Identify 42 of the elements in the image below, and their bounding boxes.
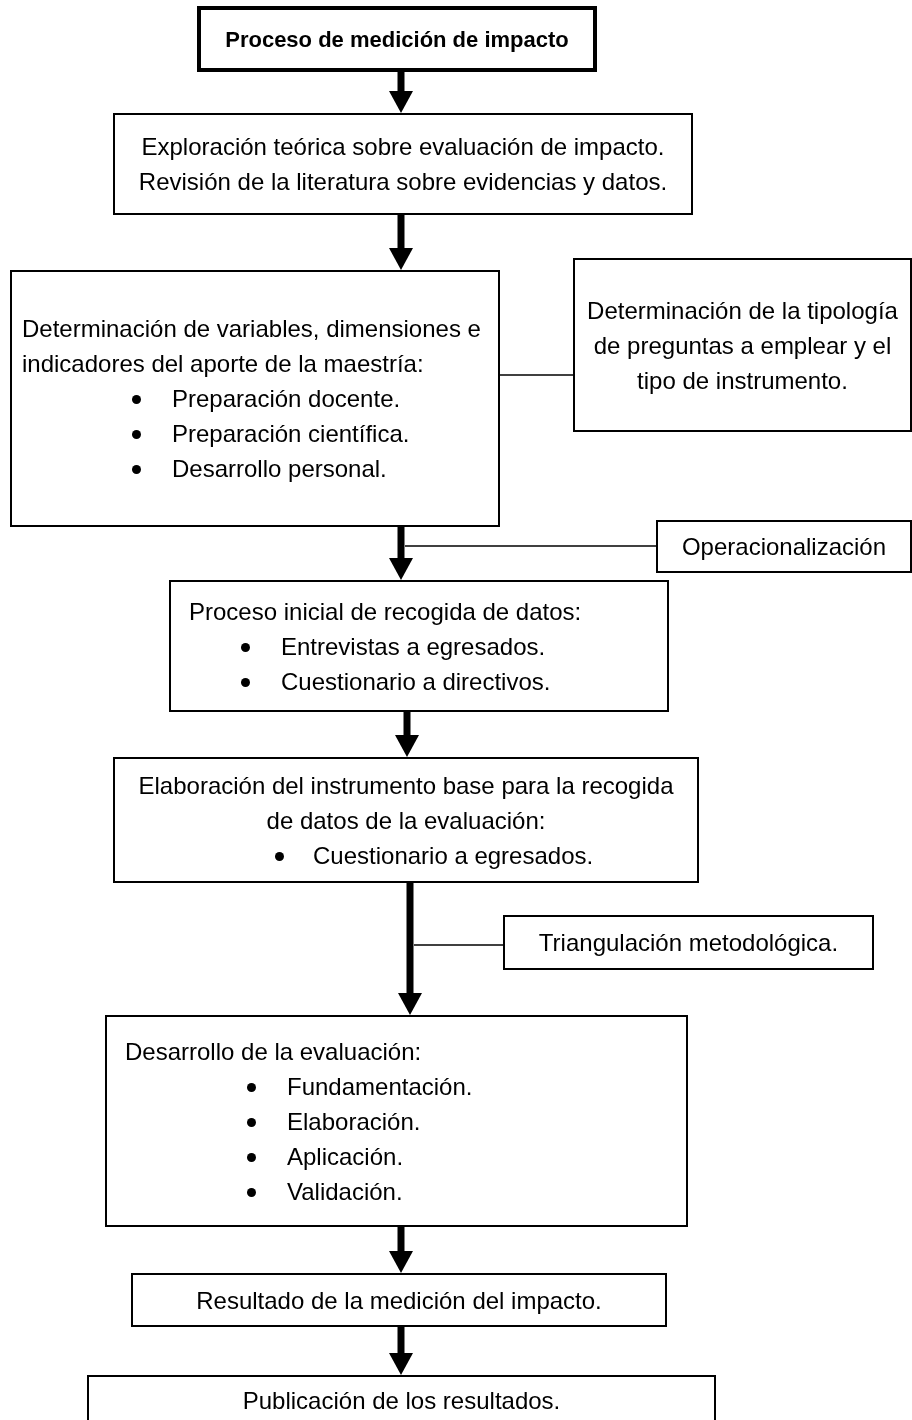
process-box xyxy=(10,270,500,527)
node-text: Exploración teórica sobre evaluación de impacto. Revisión de la literatura sobre evidencias y datos. xyxy=(137,132,669,197)
node-text: Elaboración del instrumento base para la recogida de datos de la evaluación: xyxy=(137,770,675,836)
arrow xyxy=(389,1327,413,1375)
node-text: Publicación de los resultados. xyxy=(241,1386,562,1416)
node-text: Resultado de la medición del impacto. xyxy=(195,1285,603,1316)
process-box xyxy=(169,580,669,712)
list-item: Cuestionario a directivos. xyxy=(281,666,551,697)
node-text: Desarrollo de la evaluación: xyxy=(124,1036,423,1067)
connector-line xyxy=(404,545,657,547)
title-box xyxy=(197,6,597,72)
arrow xyxy=(398,883,422,1015)
arrow xyxy=(389,527,413,580)
arrow xyxy=(395,712,419,757)
arrow xyxy=(389,72,413,113)
list-item: Preparación científica. xyxy=(172,419,410,449)
arrow xyxy=(389,1227,413,1273)
process-box xyxy=(573,258,912,432)
connector-line xyxy=(499,374,574,376)
node-text: Determinación de la tipología de preguntas a emplear y el tipo de instrumento. xyxy=(586,295,899,396)
process-box xyxy=(131,1273,667,1327)
arrow xyxy=(389,215,413,270)
node-text: Operacionalización xyxy=(680,532,888,562)
process-box xyxy=(87,1375,716,1420)
list-item: Entrevistas a egresados. xyxy=(281,631,546,662)
list-item: Validación. xyxy=(287,1176,403,1207)
node-text: Proceso inicial de recogida de datos: xyxy=(188,596,583,627)
list-item: Preparación docente. xyxy=(172,384,401,414)
process-box xyxy=(113,757,699,883)
process-box xyxy=(113,113,693,215)
connector-line xyxy=(413,944,504,946)
list-item: Elaboración. xyxy=(287,1106,421,1137)
list-item: Cuestionario a egresados. xyxy=(313,840,594,871)
node-text: Determinación de variables, dimensiones e indicadores del aporte de la maestría: xyxy=(21,314,482,379)
list-item: Aplicación. xyxy=(287,1141,404,1172)
node-text: Triangulación metodológica. xyxy=(537,928,840,958)
list-item: Desarrollo personal. xyxy=(172,454,387,484)
process-box xyxy=(503,915,874,970)
list-item: Fundamentación. xyxy=(287,1071,473,1102)
node-text: Proceso de medición de impacto xyxy=(224,25,570,54)
process-box xyxy=(656,520,912,573)
process-box xyxy=(105,1015,688,1227)
